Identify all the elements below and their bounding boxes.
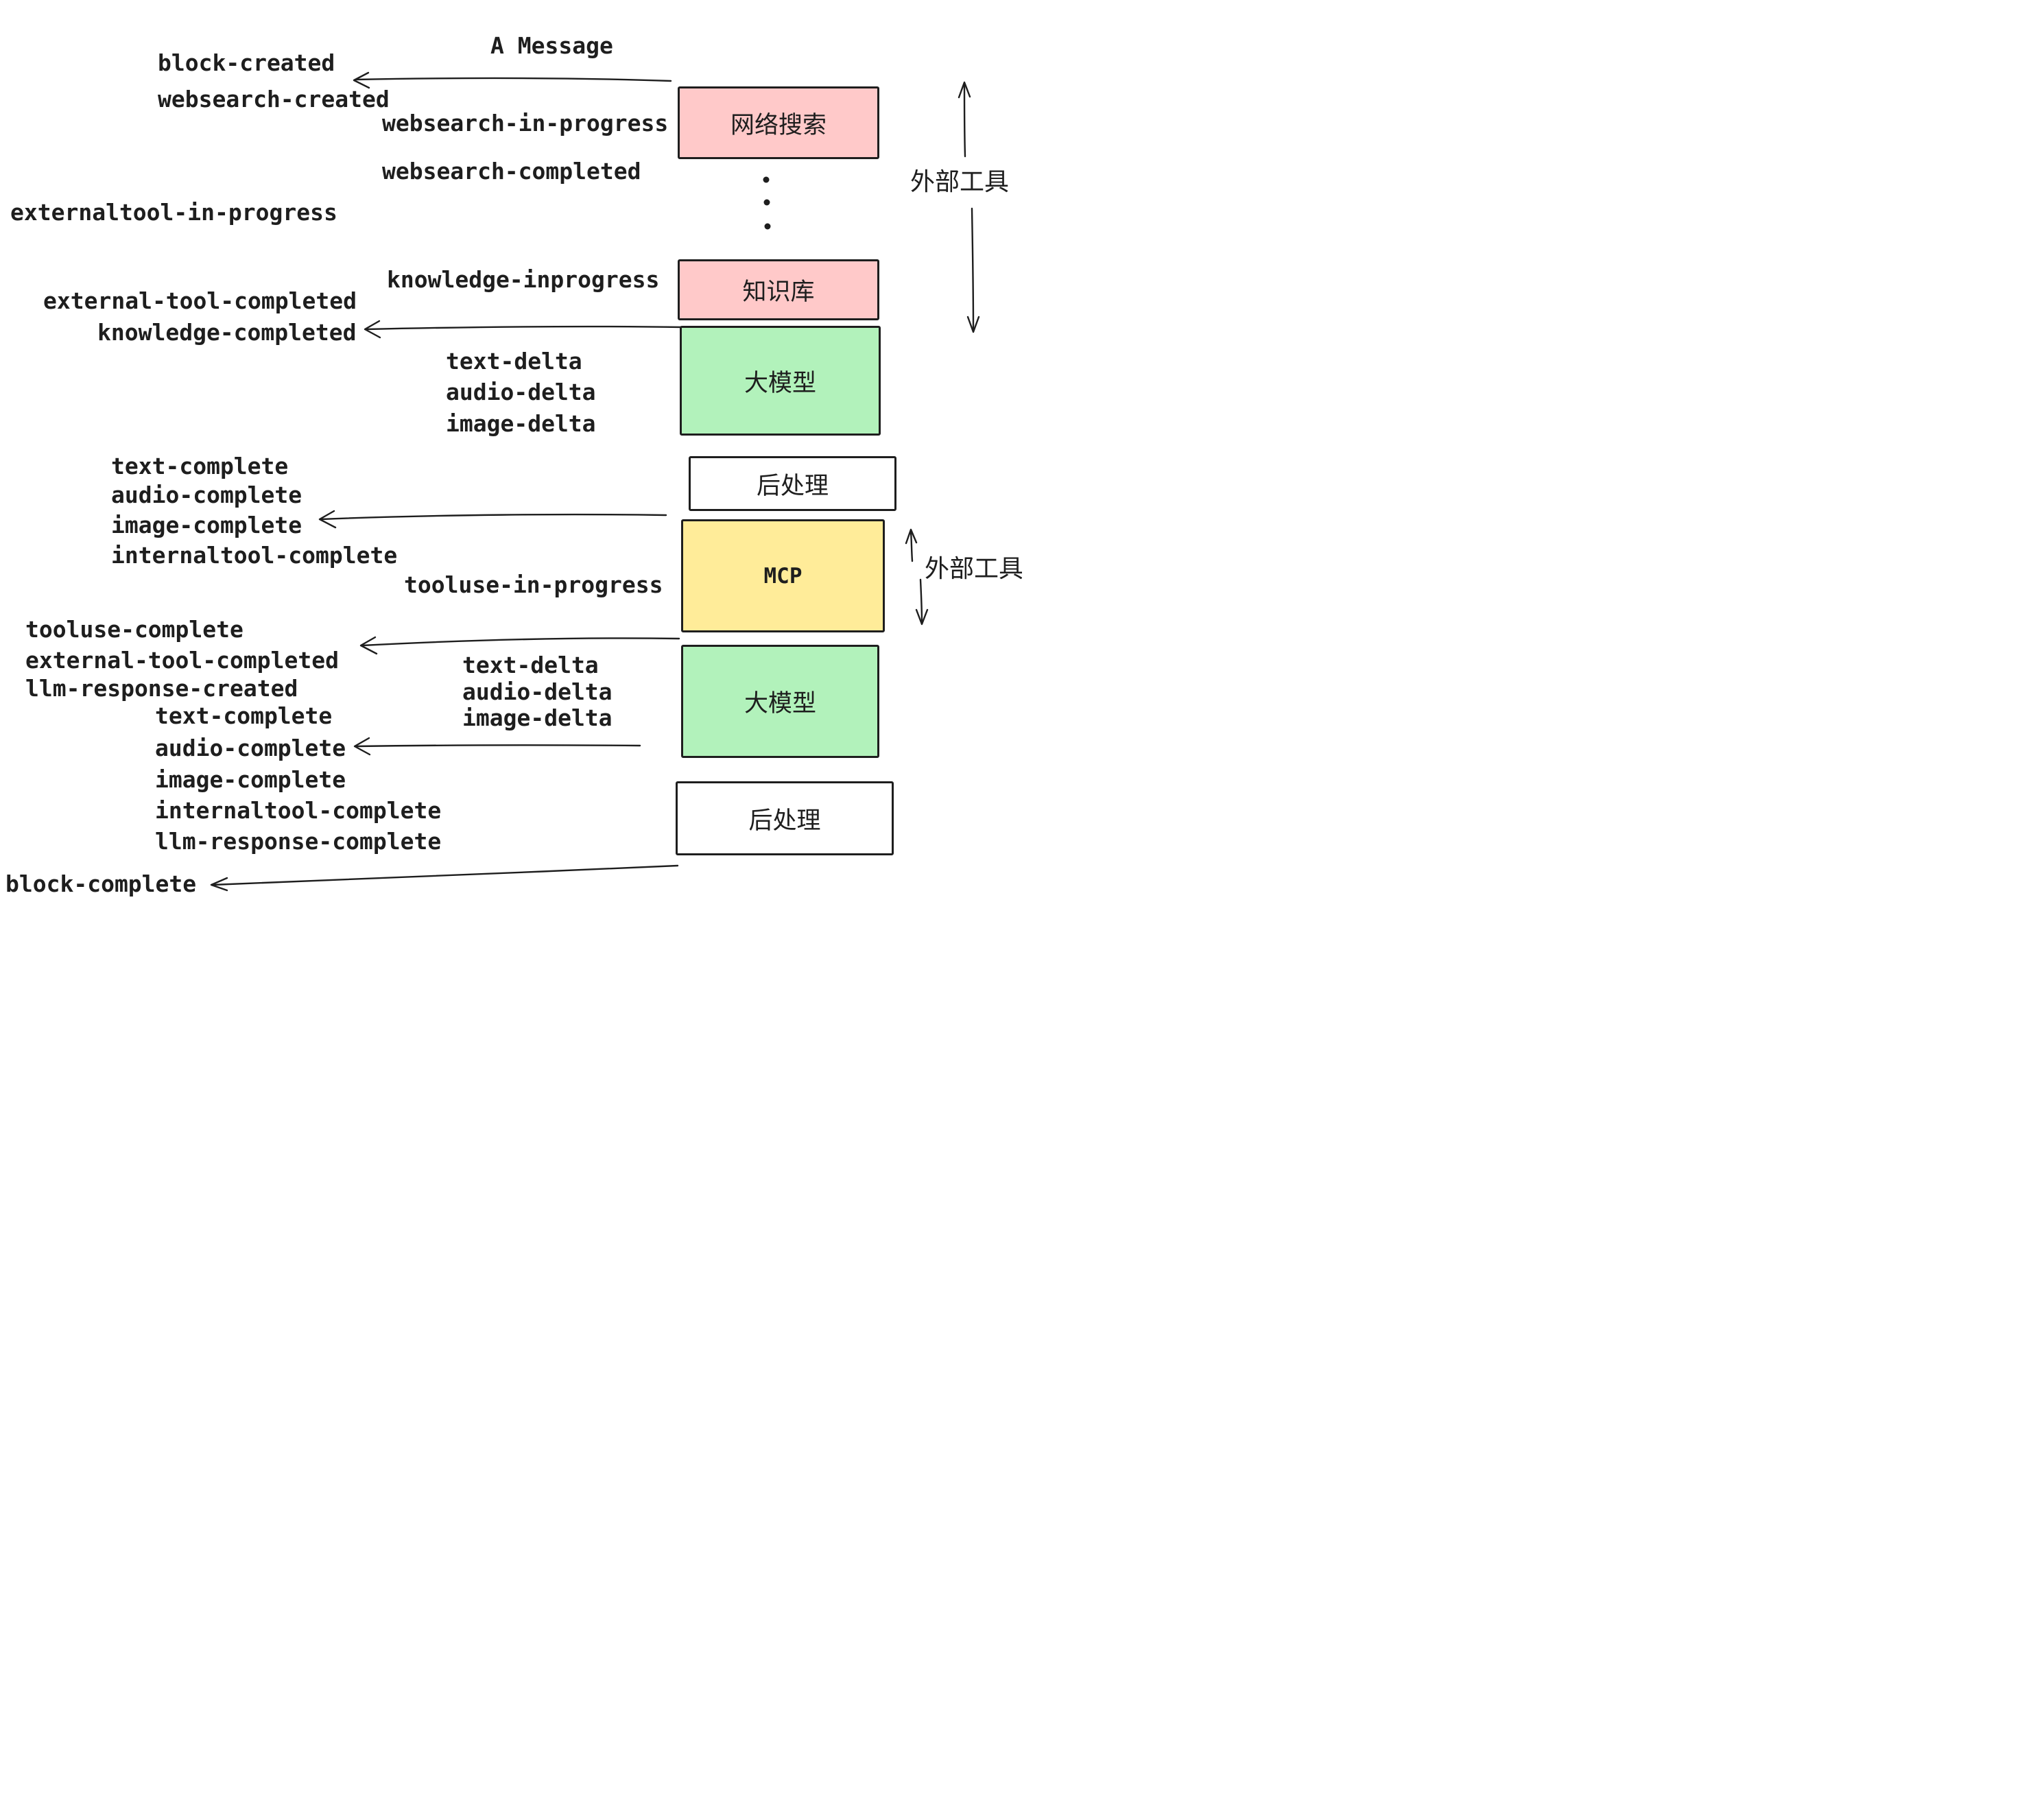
event-image-complete-1: image-complete bbox=[111, 512, 302, 538]
external-tools-bottom-up-arrow bbox=[905, 528, 918, 562]
box-postprocess-2-label: 后处理 bbox=[748, 807, 821, 835]
box-knowledge-label: 知识库 bbox=[742, 278, 815, 306]
event-text-delta-1: text-delta bbox=[446, 348, 582, 375]
event-external-tool-completed-1: external-tool-completed bbox=[43, 287, 357, 314]
external-tools-bottom-down-arrow bbox=[915, 578, 929, 626]
event-image-complete-2: image-complete bbox=[155, 766, 346, 793]
box-llm-2-label: 大模型 bbox=[744, 690, 816, 717]
box-llm-1: 大模型 bbox=[680, 326, 881, 436]
arrow-to-tooluse-complete bbox=[359, 636, 680, 655]
event-llm-response-complete: llm-response-complete bbox=[155, 828, 442, 855]
box-websearch-label: 网络搜索 bbox=[730, 111, 827, 139]
box-llm-2: 大模型 bbox=[681, 645, 879, 758]
external-tools-top-down-arrow bbox=[966, 207, 980, 333]
box-mcp: MCP bbox=[681, 519, 885, 632]
event-image-delta-2: image-delta bbox=[462, 704, 613, 731]
event-audio-delta-2: audio-delta bbox=[462, 678, 613, 705]
event-audio-delta-1: audio-delta bbox=[446, 379, 596, 405]
event-internaltool-complete-1: internaltool-complete bbox=[111, 542, 398, 569]
arrow-to-block-created bbox=[353, 71, 672, 89]
event-audio-complete-1: audio-complete bbox=[111, 482, 302, 508]
event-websearch-completed: websearch-completed bbox=[382, 158, 641, 185]
event-image-delta-1: image-delta bbox=[446, 410, 596, 437]
box-websearch: 网络搜索 bbox=[678, 86, 879, 159]
event-block-complete: block-complete bbox=[5, 870, 197, 897]
arrow-to-block-complete bbox=[210, 864, 679, 892]
label-external-tools-bottom: 外部工具 bbox=[925, 555, 1022, 583]
box-postprocess-1-label: 后处理 bbox=[756, 472, 829, 500]
box-postprocess-1: 后处理 bbox=[689, 456, 896, 511]
ellipsis-dots bbox=[763, 176, 771, 230]
event-knowledge-completed: knowledge-completed bbox=[97, 319, 357, 346]
event-external-tool-completed-2: external-tool-completed bbox=[25, 647, 339, 674]
box-postprocess-2: 后处理 bbox=[676, 781, 894, 855]
event-block-created: block-created bbox=[158, 49, 335, 76]
page-title: A Message bbox=[490, 32, 613, 59]
event-websearch-created: websearch-created bbox=[158, 86, 390, 112]
event-tooluse-complete: tooluse-complete bbox=[25, 616, 243, 643]
arrow-to-knowledge-completed bbox=[364, 320, 685, 339]
event-text-complete-2: text-complete bbox=[155, 702, 333, 729]
event-text-delta-2: text-delta bbox=[462, 652, 599, 678]
event-llm-response-created: llm-response-created bbox=[25, 675, 298, 702]
diagram-canvas: A Message 网络搜索 知识库 大模型 后处理 MCP 大模型 后处理 外… bbox=[0, 0, 1022, 902]
arrow-to-image-complete bbox=[318, 510, 667, 529]
arrow-to-audio-complete bbox=[353, 737, 641, 756]
box-knowledge: 知识库 bbox=[678, 259, 879, 320]
event-knowledge-inprogress: knowledge-inprogress bbox=[387, 266, 660, 293]
event-websearch-in-progress: websearch-in-progress bbox=[382, 110, 669, 137]
label-external-tools-top: 外部工具 bbox=[910, 168, 1010, 196]
event-tooluse-in-progress: tooluse-in-progress bbox=[404, 571, 663, 598]
external-tools-top-up-arrow bbox=[958, 81, 971, 158]
box-mcp-label: MCP bbox=[763, 563, 803, 589]
event-externaltool-in-progress: externaltool-in-progress bbox=[10, 199, 337, 226]
event-internaltool-complete-2: internaltool-complete bbox=[155, 797, 442, 824]
box-llm-1-label: 大模型 bbox=[744, 369, 816, 397]
event-audio-complete-2: audio-complete bbox=[155, 735, 346, 761]
event-text-complete-1: text-complete bbox=[111, 453, 289, 479]
arrows-layer bbox=[210, 71, 980, 892]
